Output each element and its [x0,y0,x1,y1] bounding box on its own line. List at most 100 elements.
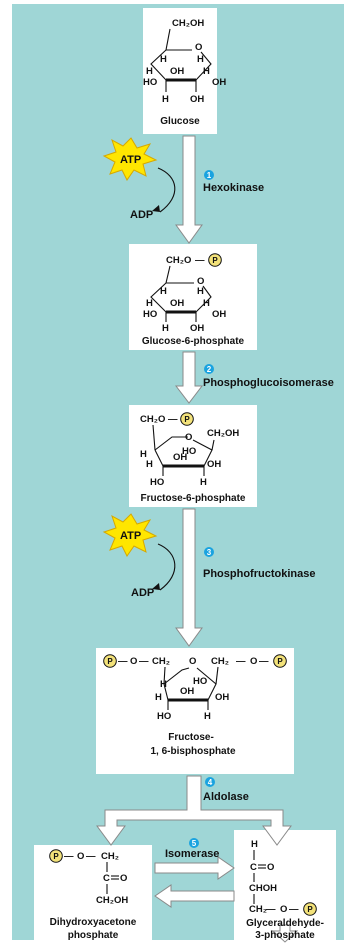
atp-star-1 [102,137,158,181]
step-badge-5 [189,838,199,848]
g3p-label-line2: 3-phosphate [255,930,315,941]
g3p-dash1: — [266,904,276,915]
glucose-label: Glucose [160,116,200,127]
fbp-p1: P [107,657,113,666]
fbp-o2: O [250,656,257,667]
g6p-oh2: OH [212,309,226,320]
f6p-h1: H [140,449,147,460]
f6p-label: Fructose-6-phosphate [140,493,245,504]
arrow-step3 [175,508,203,647]
f6p-oh1: OH [173,452,187,463]
g3p-p: P [307,905,313,914]
dhap-label-line2: phosphate [68,930,119,941]
g3p-ch2: CH₂ [249,904,267,915]
fbp-structure: P — O — CH₂ O CH₂ — O — P H HO H OH OH H… [103,654,287,722]
glucose-oh3: OH [190,94,204,105]
enzyme-aldolase: Aldolase [203,791,249,803]
f6p-dash: — [168,414,178,425]
g3p-label-line1: Glyceraldehyde- [246,918,324,929]
arrow-isomerase-forward [154,856,235,880]
g6p-h5: H [162,323,169,334]
glucose-h2: H [197,54,204,65]
glucose-oh1: OH [170,66,184,77]
f6p-ring-o: O [185,432,192,443]
fbp-ho2: HO [157,711,171,722]
arrow-step4-split [96,775,292,846]
step-badge-3 [204,547,214,557]
fbp-ch2-1: CH₂ [152,656,170,667]
arrow-isomerase-reverse [154,884,235,908]
arrow-step1 [175,135,203,244]
g3p-h: H [251,839,258,850]
g6p-oh3: OH [190,323,204,334]
adp-arrowhead-3 [152,583,160,590]
g6p-h2: H [197,286,204,297]
g6p-label: Glucose-6-phosphate [142,336,245,347]
g6p-h4: H [203,298,210,309]
dhap-ch2: CH₂ [101,851,119,862]
glucose-h1: H [160,54,167,65]
step-number-3: 3 [207,548,212,557]
fbp-ch2-2: CH₂ [211,656,229,667]
g6p-ring-o: O [197,276,204,287]
step-number-2: 2 [207,365,212,374]
fbp-o1: O [130,656,137,667]
fbp-h1: H [160,679,167,690]
fbp-oh1: OH [180,686,194,697]
g3p-box [234,830,336,941]
dhap-o2: O [120,873,127,884]
fbp-dash3: — [236,656,246,667]
enzyme-phosphofructokinase: Phosphofructokinase [203,568,315,580]
atp-adp-curve-1 [157,167,176,213]
glucose-ch2oh: CH₂OH [172,18,204,29]
fbp-h2: H [155,692,162,703]
f6p-ho2: HO [150,477,164,488]
g6p-ho: HO [143,309,157,320]
step-number-1: 1 [207,171,212,180]
g3p-choh: CHOH [249,883,277,894]
glucose-ho: HO [143,77,157,88]
g6p-ch2o: CH₂O [166,255,191,266]
step-badge-1 [204,170,214,180]
atp-label-3: ATP [120,530,141,542]
enzyme-isomerase: Isomerase [165,848,219,860]
dhap-dash1: — [64,851,74,862]
adp-label-1: ADP [130,209,153,221]
glucose-h4: H [203,66,210,77]
step-number-4: 4 [208,778,213,787]
fbp-ho1: HO [193,676,207,687]
f6p-ch2o: CH₂O [140,414,165,425]
f6p-h2: H [146,459,153,470]
glucose-structure: CH₂OH O H H OH H H HO OH H OH [143,18,226,105]
g3p-structure: H C O CHOH CH₂ — O — P [249,839,317,916]
fbp-label-line2: 1, 6-bisphosphate [150,746,235,757]
fbp-label-line1: Fructose- [168,732,214,743]
g6p-p: P [212,256,218,265]
fbp-dash2: — [139,656,149,667]
g6p-h1: H [160,286,167,297]
fbp-h3: H [204,711,211,722]
glucose-oh2: OH [212,77,226,88]
atp-star-3 [102,513,158,557]
fbp-ring-o: O [189,656,196,667]
g6p-h3: H [146,298,153,309]
fbp-dash4: — [259,656,269,667]
dhap-c: C [103,873,110,884]
g3p-dash2: — [289,904,299,915]
g6p-dash: — [195,255,205,266]
g3p-c: C [250,862,257,873]
arrow-continue [271,924,299,943]
fbp-p2: P [277,657,283,666]
g6p-oh1: OH [170,298,184,309]
g6p-structure: CH₂O — P O H H OH H H HO OH H OH [143,253,226,334]
glucose-h3: H [146,66,153,77]
g3p-o1: O [267,862,274,873]
enzyme-phosphoglucoisomerase: Phosphoglucoisomerase [203,377,334,389]
f6p-p: P [184,415,190,424]
f6p-h3: H [200,477,207,488]
f6p-ho1: HO [182,446,196,457]
f6p-oh2: OH [207,459,221,470]
f6p-ch2oh: CH₂OH [207,428,239,439]
